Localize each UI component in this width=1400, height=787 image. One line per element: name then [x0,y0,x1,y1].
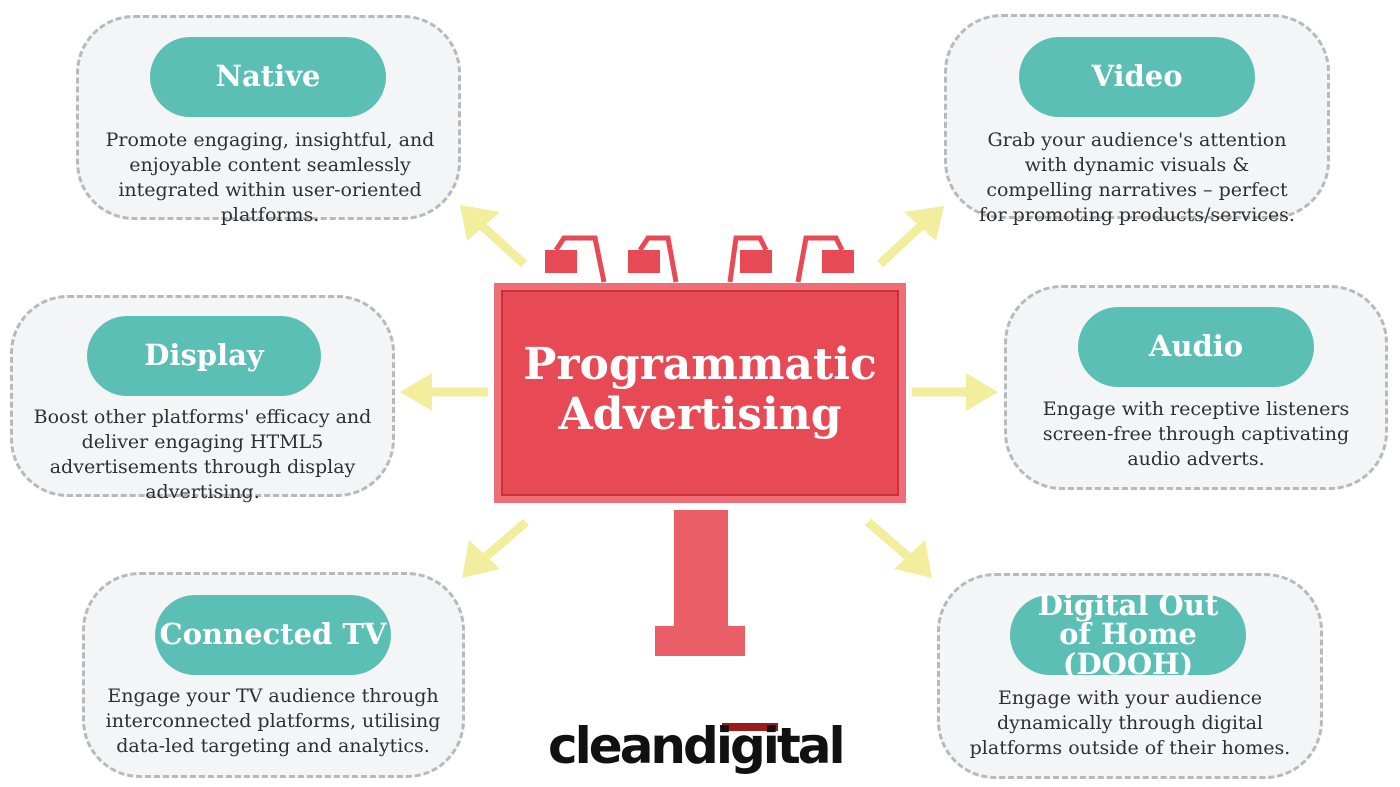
cleandigital-logo: cleandigital [548,717,846,775]
arrow-connected-tv-icon [462,518,529,578]
logo-accent-bar [722,723,778,731]
arrow-display-icon [400,373,488,411]
card-dooh-title: Digital Out of Home (DOOH) [1010,590,1246,679]
billboard-title: Programmatic Advertising [523,339,877,440]
billboard-base [655,626,745,656]
card-display-title: Display [87,316,321,396]
arrow-dooh-icon [865,518,932,578]
arrow-audio-icon [912,373,998,411]
billboard-lights [553,235,845,283]
card-connected-tv-description: Engage your TV audience through intercon… [105,685,441,757]
card-display-description: Boost other platforms' efficacy and deli… [33,406,372,503]
card-native [76,15,461,220]
card-audio-description: Engage with receptive listeners screen-f… [1042,398,1350,470]
billboard-panel [501,290,899,496]
card-audio-title: Audio [1078,307,1314,387]
billboard-post [674,510,728,628]
card-video-title: Video [1019,37,1255,117]
card-dooh-description: Engage with your audience dynamically th… [969,687,1291,759]
card-native-description: Promote engaging, insightful, and enjoya… [105,129,435,226]
card-video-description: Grab your audience's attention with dyna… [979,129,1295,226]
arrow-native-icon [460,205,528,268]
card-connected-tv-title: Connected TV [155,595,391,675]
arrow-video-icon [876,206,944,268]
card-native-title: Native [150,37,386,117]
